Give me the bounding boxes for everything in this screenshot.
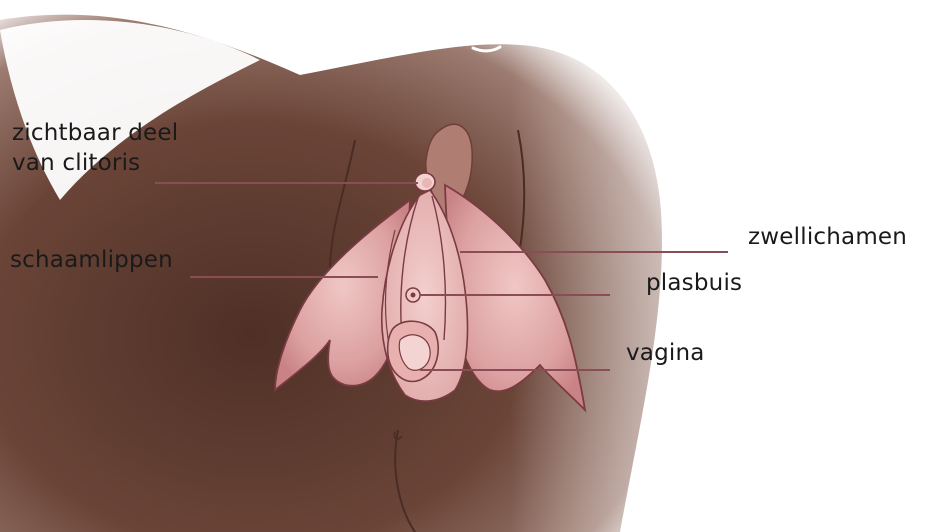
label-clitoris-line2: van clitoris [12, 148, 178, 178]
label-plasbuis: plasbuis [646, 268, 742, 298]
label-clitoris-line1: zichtbaar deel [12, 120, 178, 146]
label-zwellichamen: zwellichamen [748, 222, 907, 252]
label-vagina: vagina [626, 338, 705, 368]
label-clitoris: zichtbaar deel van clitoris [12, 118, 178, 178]
label-schaamlippen: schaamlippen [10, 245, 173, 275]
